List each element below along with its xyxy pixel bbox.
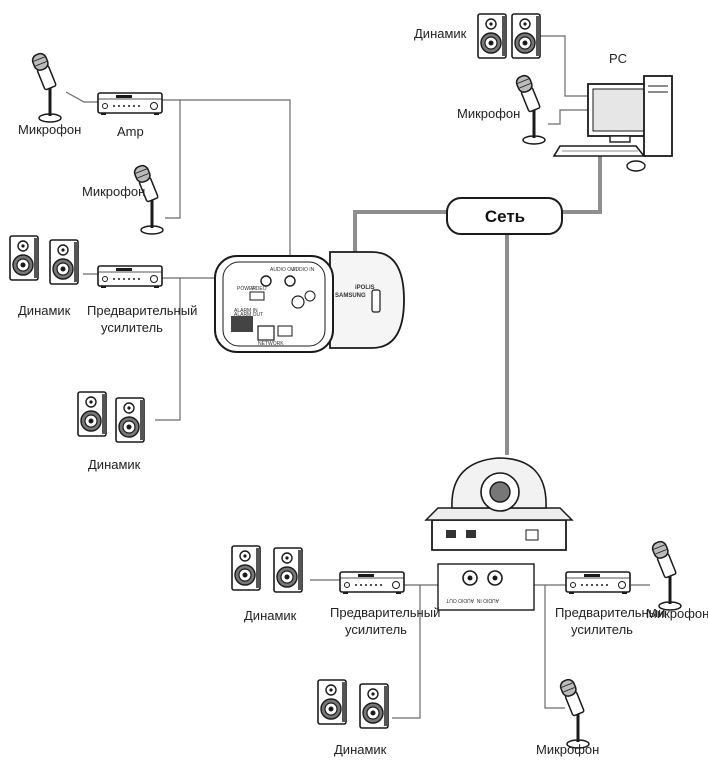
camera-port-network: NETWORK	[258, 341, 284, 347]
camera-brand: SAMSUNG	[335, 293, 366, 299]
preamp-bottom-label-2: усилитель	[345, 622, 407, 637]
mic-bottom-label: Микрофон	[536, 742, 599, 757]
camera-port-audio-out: AUDIO OUT	[270, 267, 298, 273]
camera-port-alarm-out: ALARM OUT	[234, 312, 263, 318]
preamp-right	[565, 571, 631, 595]
speaker-bottom-label: Динамик	[334, 742, 387, 757]
speaker-left	[9, 235, 79, 285]
network-links	[353, 152, 602, 455]
camera-port-power: POWER	[237, 286, 256, 292]
mic-mid-left-label: Микрофон	[82, 184, 145, 199]
pc-label: PC	[609, 51, 627, 66]
pc-icon	[552, 75, 673, 172]
mic-top-left-label: Микрофон	[18, 122, 81, 137]
mic-pc-label: Микрофон	[457, 106, 520, 121]
speaker-mid-left-label: Динамик	[88, 457, 141, 472]
preamp-bottom-label-1: Предварительный	[330, 605, 440, 620]
camera-port-video: VIDEO	[251, 286, 267, 292]
mic-bottom	[557, 676, 591, 750]
mic-top-left	[29, 50, 63, 124]
preamp-left-label-2: усилитель	[101, 320, 163, 335]
preamp-right-label-1: Предварительный	[555, 605, 665, 620]
box-camera: SAMSUNG iPOLIS AUDIO IN AUDIO OUT VIDEO …	[214, 251, 405, 353]
dome-camera: AUDIO OUT AUDIO IN	[424, 457, 574, 611]
speaker-bottom-left-label: Динамик	[244, 608, 297, 623]
amp-label: Amp	[117, 124, 144, 139]
preamp-right-label-2: усилитель	[571, 622, 633, 637]
network-label: Сеть	[485, 207, 525, 226]
mic-right	[649, 538, 683, 612]
camera-series: iPOLIS	[355, 285, 375, 291]
speaker-mid-left	[77, 391, 145, 443]
camera-port-alarm-in: ALARM IN	[234, 308, 258, 314]
amp-top	[97, 92, 163, 116]
dome-port-audio-in: AUDIO IN	[476, 597, 499, 603]
dome-port-audio-out: AUDIO OUT	[446, 597, 474, 603]
network-node: Сеть	[446, 197, 563, 235]
speaker-left-label: Динамик	[18, 303, 71, 318]
camera-port-audio-in: AUDIO IN	[292, 267, 315, 273]
speaker-bottom-left	[231, 545, 303, 593]
preamp-bottom	[339, 571, 405, 595]
preamp-left	[97, 265, 163, 289]
preamp-left-label-1: Предварительный	[87, 303, 197, 318]
speaker-pc-label: Динамик	[414, 26, 467, 41]
speaker-pc	[477, 13, 541, 59]
speaker-bottom	[317, 679, 389, 729]
mic-right-label: Микрофон	[646, 606, 708, 621]
